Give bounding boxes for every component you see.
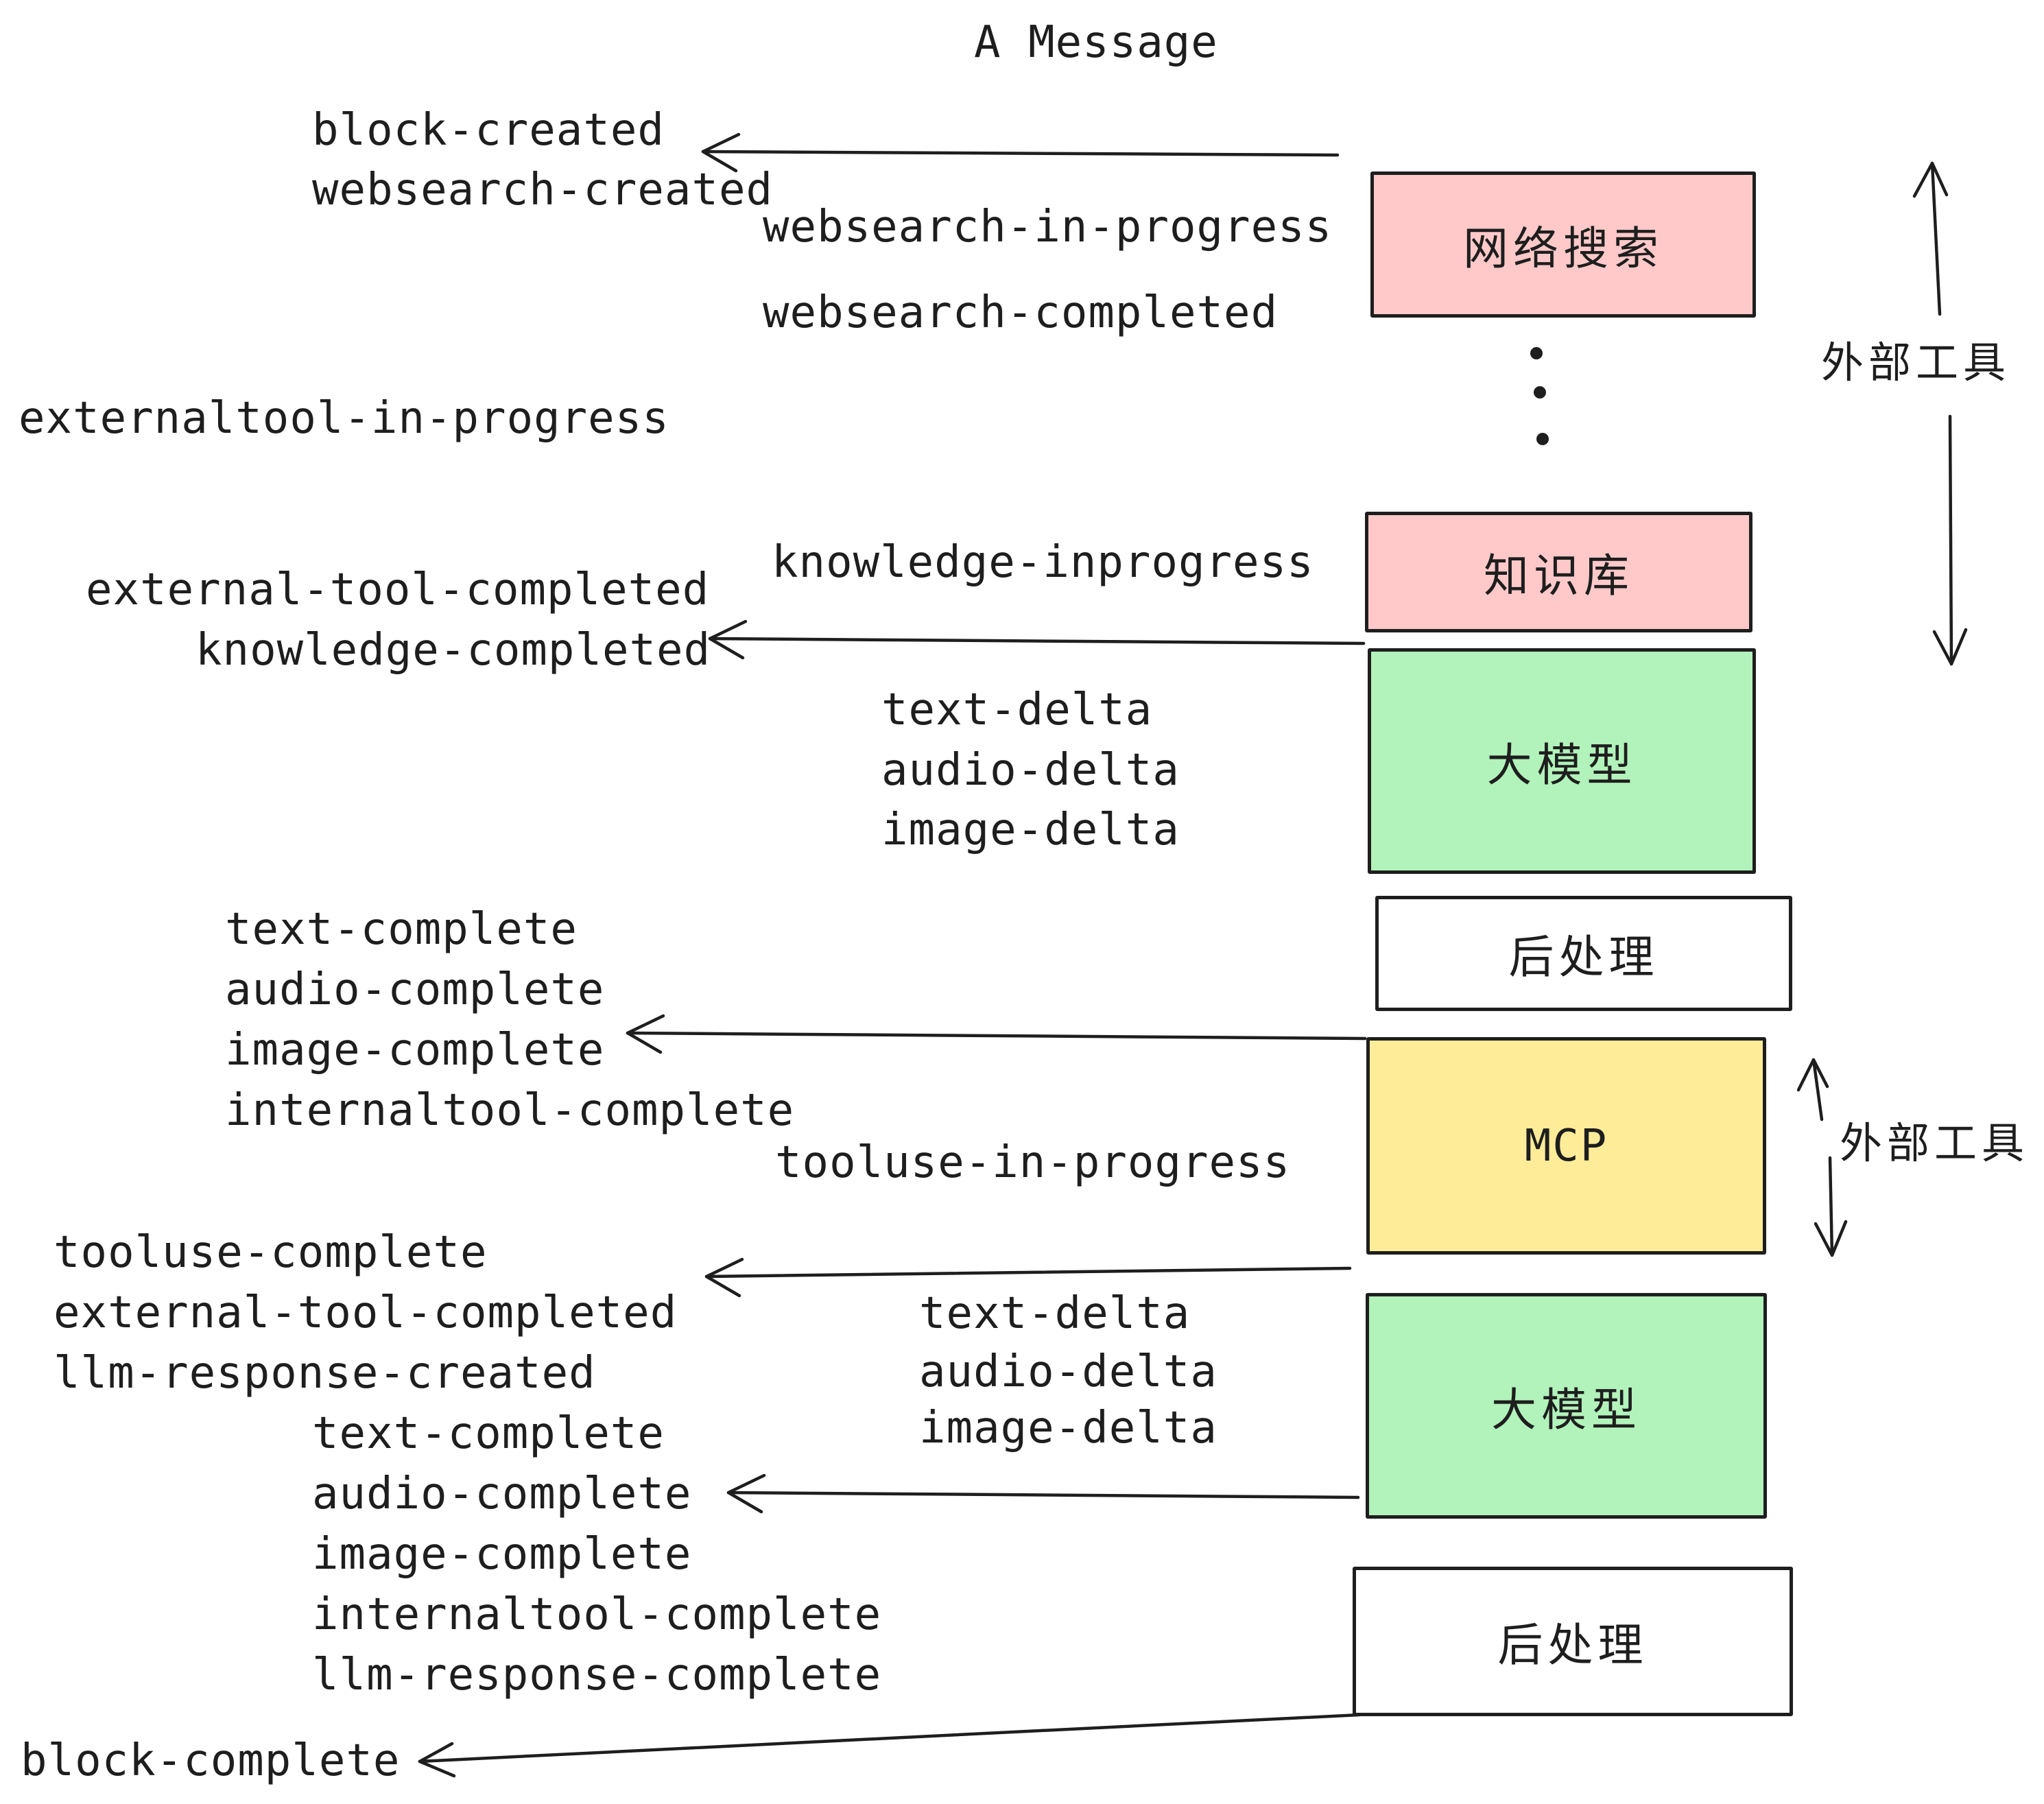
event-label-audio-delta: audio-delta — [881, 745, 1180, 796]
box-websearch: 网络搜索 — [1370, 171, 1756, 318]
box-llm-1: 大模型 — [1368, 648, 1756, 874]
box-mcp-label: MCP — [1524, 1120, 1608, 1172]
box-mcp: MCP — [1366, 1037, 1766, 1255]
event-label-llm-response-created: llm-response-created — [54, 1348, 596, 1399]
event-label-external-tool-completed-2: external-tool-completed — [54, 1287, 678, 1338]
box-websearch-label: 网络搜索 — [1463, 222, 1663, 275]
box-postprocess-2: 后处理 — [1353, 1567, 1793, 1716]
box-llm-2-label: 大模型 — [1491, 1383, 1641, 1436]
box-knowledge-label: 知识库 — [1484, 549, 1634, 602]
event-label-internaltool-complete: internaltool-complete — [225, 1085, 795, 1136]
arrow-post2-to-block-complete — [418, 1713, 1362, 1778]
event-label-websearch-created: websearch-created — [312, 165, 774, 215]
diagram-title: A Message — [974, 17, 1218, 68]
external-tools-up-arrow — [1912, 161, 1949, 316]
event-label-websearch-completed: websearch-completed — [763, 287, 1279, 338]
event-label-knowledge-inprogress: knowledge-inprogress — [772, 537, 1314, 588]
box-llm-2: 大模型 — [1366, 1293, 1767, 1519]
box-llm-1-label: 大模型 — [1486, 738, 1637, 792]
event-label-internaltool-complete-2: internaltool-complete — [312, 1589, 882, 1640]
external-tools-down-arrow — [1932, 414, 1968, 666]
arrow-websearch-to-block-created — [701, 132, 1340, 173]
event-label-image-delta: image-delta — [881, 805, 1180, 855]
event-label-image-delta-2: image-delta — [919, 1403, 1217, 1453]
event-label-externaltool-in-progress: externaltool-in-progress — [19, 393, 669, 444]
annotation-external-tools-top: 外部工具 — [1821, 337, 2011, 388]
box-postprocess-1-label: 后处理 — [1508, 931, 1659, 984]
annotation-external-tools-mcp: 外部工具 — [1840, 1118, 2030, 1168]
arrow-llm1-to-knowledge-completed — [708, 619, 1366, 660]
event-label-image-complete: image-complete — [225, 1025, 605, 1076]
event-label-llm-response-complete: llm-response-complete — [312, 1650, 882, 1700]
event-label-text-complete: text-complete — [225, 904, 578, 955]
event-label-tooluse-in-progress: tooluse-in-progress — [775, 1137, 1291, 1188]
arrow-llm2-to-complete-group — [726, 1473, 1360, 1514]
event-label-text-delta: text-delta — [881, 685, 1153, 735]
mcp-external-tools-up-arrow — [1796, 1058, 1829, 1121]
box-postprocess-1: 后处理 — [1375, 896, 1792, 1011]
event-label-image-complete-2: image-complete — [312, 1529, 692, 1580]
event-label-audio-complete-2: audio-complete — [312, 1469, 692, 1519]
event-label-knowledge-completed: knowledge-completed — [195, 625, 711, 676]
ellipsis-dots — [1530, 347, 1549, 445]
box-postprocess-2-label: 后处理 — [1497, 1619, 1648, 1672]
event-label-audio-delta-2: audio-delta — [919, 1346, 1217, 1397]
mcp-external-tools-down-arrow — [1814, 1156, 1848, 1257]
event-label-websearch-in-progress: websearch-in-progress — [763, 202, 1333, 252]
event-label-block-created: block-created — [312, 105, 665, 156]
event-label-block-complete: block-complete — [21, 1735, 401, 1786]
event-label-external-tool-completed: external-tool-completed — [86, 565, 710, 615]
event-label-text-delta-2: text-delta — [919, 1288, 1191, 1339]
event-label-text-complete-2: text-complete — [312, 1408, 665, 1459]
arrow-mcp-to-complete-group — [626, 1014, 1367, 1054]
box-knowledge: 知识库 — [1365, 512, 1752, 632]
event-label-tooluse-complete: tooluse-complete — [54, 1227, 488, 1278]
event-label-audio-complete: audio-complete — [225, 964, 605, 1015]
